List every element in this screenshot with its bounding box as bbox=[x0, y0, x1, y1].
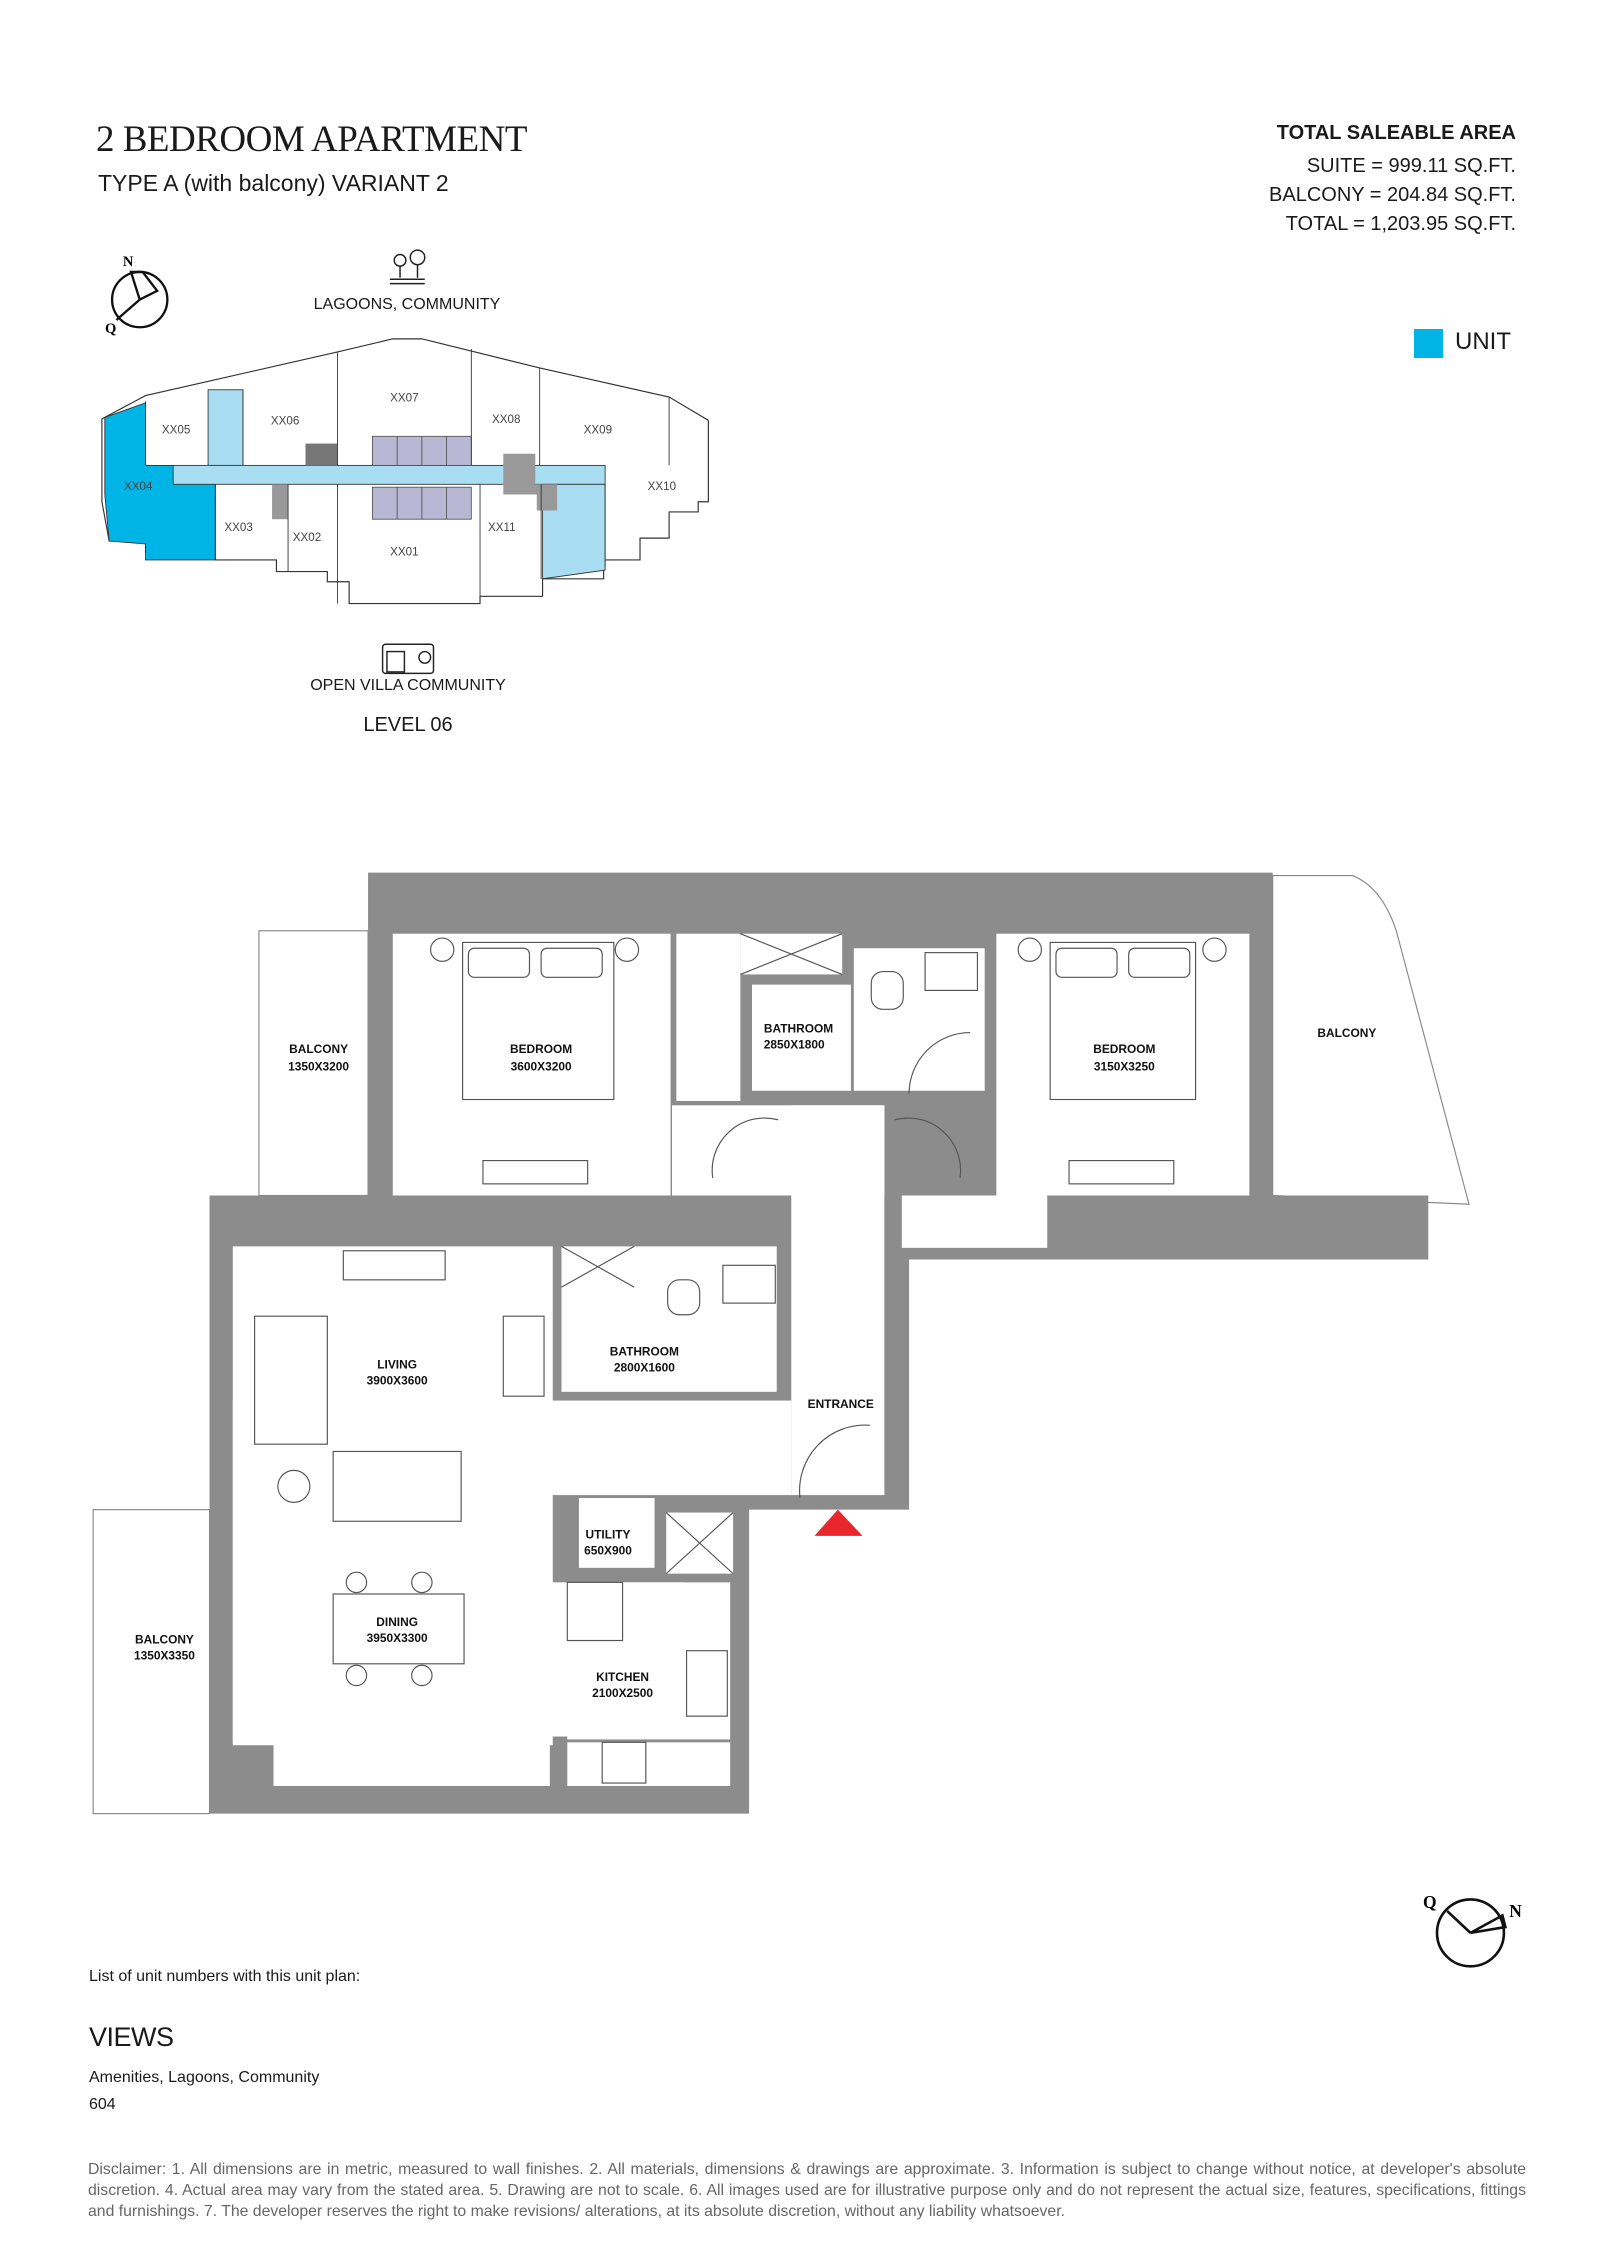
room-label: BALCONY bbox=[135, 1632, 194, 1646]
compass-q: Q bbox=[1423, 1892, 1437, 1912]
room-dim: 3900X3600 bbox=[367, 1374, 428, 1388]
room-dim: 2850X1800 bbox=[764, 1038, 825, 1052]
unit-numbers: 604 bbox=[89, 2096, 116, 2113]
room-label: BATHROOM bbox=[764, 1022, 833, 1036]
total-area: TOTAL = 1,203.95 SQ.FT. bbox=[1285, 213, 1516, 235]
room-dim: 3600X3200 bbox=[511, 1059, 572, 1073]
compass-bottom-icon: Q N bbox=[1423, 1892, 1522, 1968]
area-heading: TOTAL SALEABLE AREA bbox=[1276, 122, 1516, 144]
entrance-marker-icon bbox=[814, 1509, 863, 1536]
room-dim: 1350X3200 bbox=[288, 1059, 349, 1073]
compass-n: N bbox=[123, 254, 134, 270]
room-label: DINING bbox=[376, 1615, 418, 1629]
room-label: BEDROOM bbox=[1093, 1042, 1155, 1056]
room-label: ENTRANCE bbox=[808, 1397, 874, 1411]
floor-plan: BALCONY 1350X3200 BEDROOM 3600X3200 BATHRO… bbox=[92, 872, 1470, 1815]
keyplan-view-bottom: OPEN VILLA COMMUNITY bbox=[310, 677, 506, 694]
keyplan-unit: XX04 bbox=[124, 480, 153, 493]
keyplan-unit: XX03 bbox=[224, 521, 252, 534]
room-label: LIVING bbox=[377, 1358, 417, 1372]
compass-q: Q bbox=[105, 321, 116, 337]
keyplan-unit: XX07 bbox=[390, 391, 418, 404]
keyplan-unit: XX08 bbox=[492, 413, 520, 426]
room-label: KITCHEN bbox=[596, 1670, 649, 1684]
room-label: UTILITY bbox=[586, 1528, 631, 1542]
keyplan-unit: XX11 bbox=[488, 521, 516, 534]
suite-area: SUITE = 999.11 SQ.FT. bbox=[1306, 155, 1516, 177]
views-heading: VIEWS bbox=[89, 2022, 174, 2052]
room-label: BALCONY bbox=[1317, 1026, 1376, 1040]
keyplan: XX01 XX02 XX03 XX04 XX05 XX06 XX07 XX08 … bbox=[101, 338, 709, 605]
unit-legend-swatch bbox=[1414, 329, 1443, 358]
balcony-area: BALCONY = 204.84 SQ.FT. bbox=[1269, 184, 1516, 206]
keyplan-unit: XX02 bbox=[293, 531, 321, 544]
balcony-right bbox=[1272, 874, 1470, 1205]
room-dim: 3150X3250 bbox=[1094, 1059, 1155, 1073]
room-label: BATHROOM bbox=[610, 1344, 679, 1358]
room-dim: 3950X3300 bbox=[367, 1631, 428, 1645]
unit-legend-label: UNIT bbox=[1455, 328, 1511, 355]
disclaimer: Disclaimer: 1. All dimensions are in met… bbox=[88, 2161, 1526, 2220]
unit-type-subtitle: TYPE A (with balcony) VARIANT 2 bbox=[98, 170, 449, 196]
views-text: Amenities, Lagoons, Community bbox=[89, 2069, 320, 2086]
keyplan-unit: XX09 bbox=[584, 423, 612, 436]
keyplan-unit: XX06 bbox=[271, 415, 299, 428]
compass-n: N bbox=[1509, 1901, 1522, 1921]
villa-icon bbox=[381, 643, 435, 675]
compass-top-icon: N Q bbox=[105, 254, 169, 337]
unit-list-label: List of unit numbers with this unit plan… bbox=[89, 1968, 361, 1985]
room-label: BALCONY bbox=[289, 1042, 348, 1056]
keyplan-unit: XX01 bbox=[390, 546, 418, 559]
room-dim: 1350X3350 bbox=[134, 1648, 195, 1662]
keyplan-unit: XX10 bbox=[648, 480, 677, 493]
balcony-left-bottom bbox=[92, 1509, 211, 1815]
keyplan-view-top: LAGOONS, COMMUNITY bbox=[313, 296, 501, 313]
room-dim: 2100X2500 bbox=[592, 1686, 653, 1700]
page-title: 2 BEDROOM APARTMENT bbox=[96, 119, 527, 160]
keyplan-level: LEVEL 06 bbox=[363, 714, 453, 736]
trees-icon bbox=[389, 249, 426, 285]
furniture bbox=[254, 933, 1227, 1784]
room-dim: 650X900 bbox=[584, 1544, 632, 1558]
keyplan-unit: XX05 bbox=[162, 423, 190, 436]
room-dim: 2800X1600 bbox=[614, 1360, 675, 1374]
room-label: BEDROOM bbox=[510, 1042, 572, 1056]
